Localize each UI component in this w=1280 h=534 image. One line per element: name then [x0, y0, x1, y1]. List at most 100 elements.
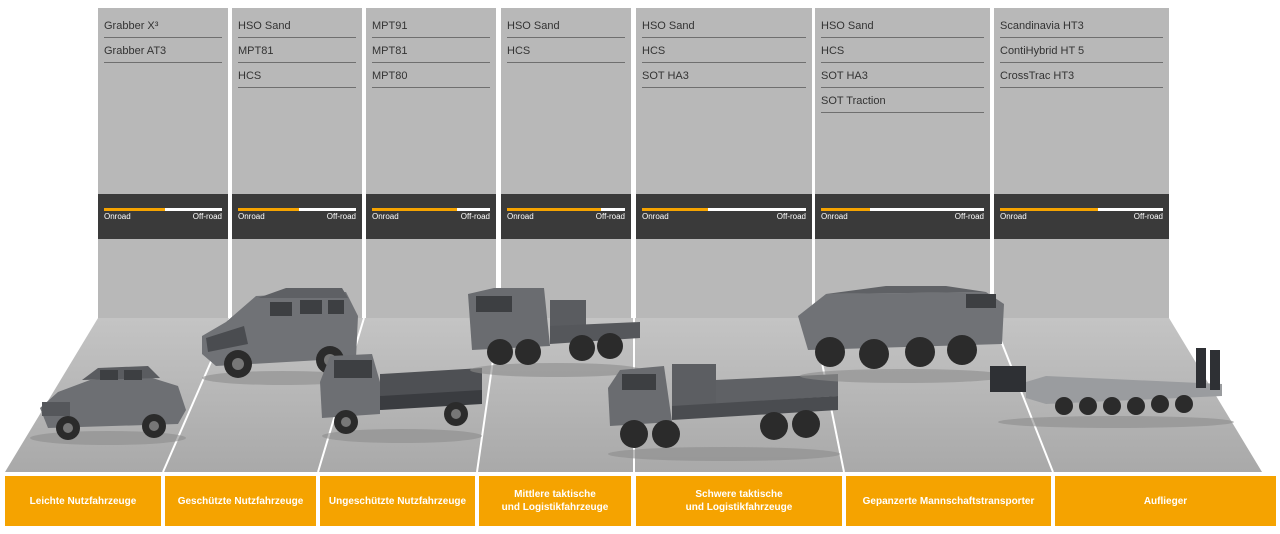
onroad-offroad-scale: Onroad Off-road [994, 194, 1169, 239]
tire-item[interactable]: HSO Sand [642, 16, 806, 38]
humvee-icon [30, 366, 186, 445]
category-label-line: Gepanzerte Mannschaftstransporter [862, 495, 1035, 507]
scale-fill [1000, 208, 1098, 211]
tire-list: Grabber X³ Grabber AT3 [98, 8, 228, 192]
category-label-line: Mittlere taktische [514, 489, 596, 500]
tire-item[interactable]: HCS [507, 41, 625, 63]
offroad-label: Off-road [460, 212, 490, 221]
offroad-label: Off-road [1133, 212, 1163, 221]
offroad-label: Off-road [595, 212, 625, 221]
tire-item[interactable]: SOT HA3 [821, 66, 984, 88]
tire-item[interactable]: SOT HA3 [642, 66, 806, 88]
tire-item[interactable]: HCS [642, 41, 806, 63]
heavy-truck-icon [608, 364, 840, 461]
onroad-label: Onroad [1000, 212, 1027, 221]
category-button-mittlere[interactable]: Mittlere taktische und Logistikfahrzeuge [479, 476, 631, 526]
scale-fill [507, 208, 602, 211]
lowbed-trailer-icon [990, 348, 1234, 428]
category-label: Ungeschützte Nutzfahrzeuge [329, 495, 466, 508]
onroad-offroad-scale: Onroad Off-road [636, 194, 812, 239]
category-label: Geschützte Nutzfahrzeuge [178, 495, 304, 508]
scale-track [507, 208, 625, 211]
onroad-label: Onroad [238, 212, 265, 221]
category-label: Mittlere taktische und Logistikfahrzeuge [502, 488, 609, 514]
onroad-label: Onroad [104, 212, 131, 221]
tire-item[interactable]: Scandinavia HT3 [1000, 16, 1163, 38]
scale-track [821, 208, 984, 211]
category-button-auflieger[interactable]: Auflieger [1055, 476, 1276, 526]
category-button-leicht[interactable]: Leichte Nutzfahrzeuge [5, 476, 161, 526]
onroad-label: Onroad [372, 212, 399, 221]
onroad-offroad-scale: Onroad Off-road [366, 194, 496, 239]
onroad-label: Onroad [642, 212, 669, 221]
tire-item[interactable]: HCS [238, 66, 356, 88]
scale-track [238, 208, 356, 211]
category-label-line: Schwere taktische [695, 489, 783, 500]
category-label: Auflieger [1144, 495, 1187, 508]
scale-fill [642, 208, 708, 211]
scale-track [104, 208, 222, 211]
onroad-offroad-scale: Onroad Off-road [815, 194, 990, 239]
utility-truck-icon [320, 354, 482, 443]
tire-item[interactable]: Grabber AT3 [104, 41, 222, 63]
category-label-line: und Logistikfahrzeuge [685, 502, 793, 513]
category-button-ungeschuetzt[interactable]: Ungeschützte Nutzfahrzeuge [320, 476, 475, 526]
category-label-line: Ungeschützte Nutzfahrzeuge [328, 495, 467, 507]
offroad-label: Off-road [326, 212, 356, 221]
tire-item[interactable]: MPT80 [372, 66, 490, 88]
category-label-line: Leichte Nutzfahrzeuge [29, 495, 137, 507]
onroad-label: Onroad [507, 212, 534, 221]
tire-item[interactable]: HSO Sand [507, 16, 625, 38]
tire-item[interactable]: MPT91 [372, 16, 490, 38]
scale-track [372, 208, 490, 211]
tire-item[interactable]: MPT81 [372, 41, 490, 63]
category-label: Schwere taktische und Logistikfahrzeuge [686, 488, 793, 514]
scale-fill [238, 208, 300, 211]
category-button-gepanzert[interactable]: Gepanzerte Mannschaftstransporter [846, 476, 1051, 526]
offroad-label: Off-road [776, 212, 806, 221]
category-label-line: Auflieger [1143, 495, 1188, 507]
floor-divider [991, 317, 1054, 473]
scale-fill [821, 208, 870, 211]
category-button-schwere[interactable]: Schwere taktische und Logistikfahrzeuge [636, 476, 842, 526]
scale-fill [372, 208, 457, 211]
tire-item[interactable]: CrossTrac HT3 [1000, 66, 1163, 88]
offroad-label: Off-road [954, 212, 984, 221]
category-label: Leichte Nutzfahrzeuge [30, 495, 137, 508]
scale-track [642, 208, 806, 211]
onroad-offroad-scale: Onroad Off-road [501, 194, 631, 239]
tire-item[interactable]: ContiHybrid HT 5 [1000, 41, 1163, 63]
category-label: Gepanzerte Mannschaftstransporter [863, 495, 1035, 508]
tire-item[interactable]: HSO Sand [238, 16, 356, 38]
category-label-line: und Logistikfahrzeuge [501, 502, 609, 513]
tire-item[interactable]: MPT81 [238, 41, 356, 63]
tire-item[interactable]: Grabber X³ [104, 16, 222, 38]
scale-fill [104, 208, 166, 211]
scale-track [1000, 208, 1163, 211]
onroad-offroad-scale: Onroad Off-road [232, 194, 362, 239]
tire-item[interactable]: HSO Sand [821, 16, 984, 38]
tractor-truck-icon [468, 288, 642, 377]
category-button-geschuetzt[interactable]: Geschützte Nutzfahrzeuge [165, 476, 316, 526]
onroad-label: Onroad [821, 212, 848, 221]
onroad-offroad-scale: Onroad Off-road [98, 194, 228, 239]
offroad-label: Off-road [192, 212, 222, 221]
category-label-line: Geschützte Nutzfahrzeuge [177, 495, 304, 507]
apc-icon [798, 286, 1008, 383]
tire-item[interactable]: HCS [821, 41, 984, 63]
tire-item[interactable]: SOT Traction [821, 91, 984, 113]
